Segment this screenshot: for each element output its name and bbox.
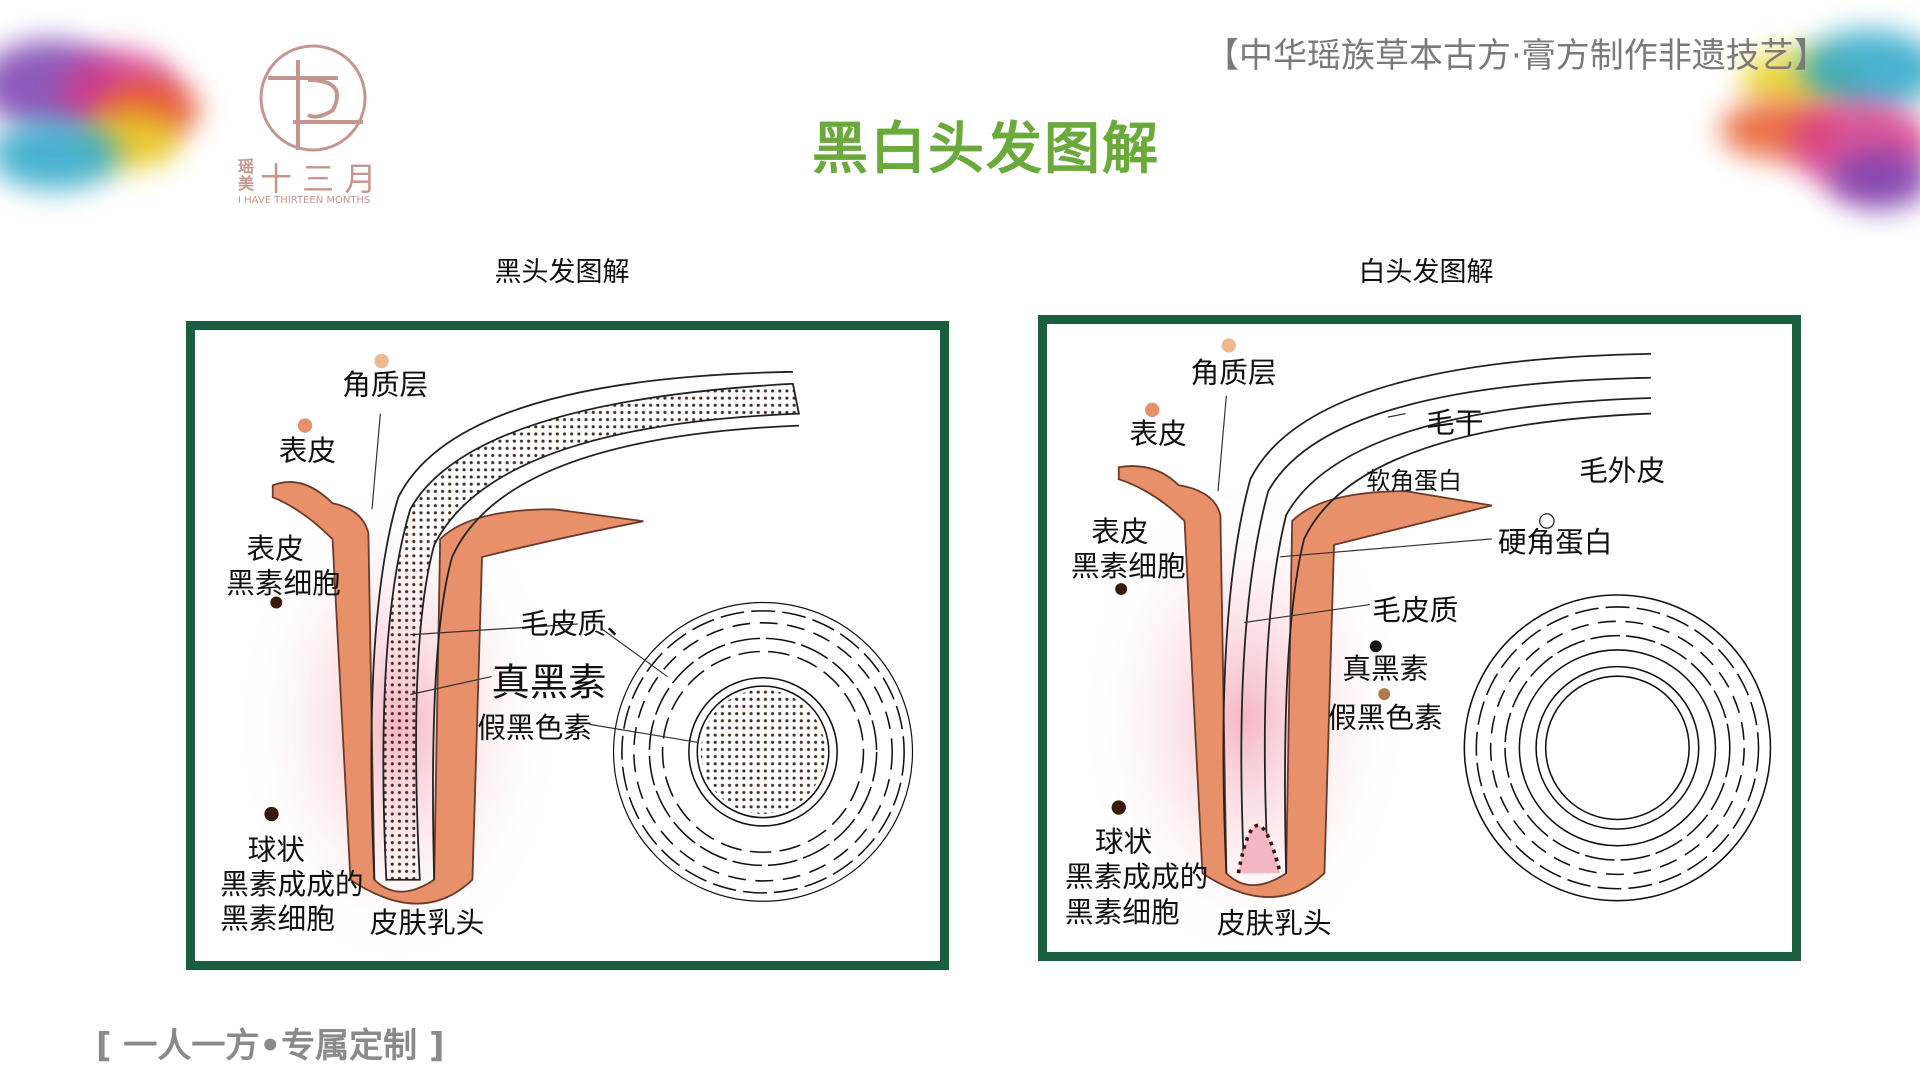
white-hair-diagram: 角质层 毛干 表皮 软角蛋白 毛外皮 表皮 黑素细胞 硬角蛋白 毛皮质 真黑素 … [1038,315,1801,961]
label-eumelanin: 真黑素 [1342,652,1428,686]
label-bulb-2: 黑素成成的 [220,867,363,901]
label-epidermis: 表皮 [1130,416,1187,450]
label-bulb-1: 球状 [1095,825,1152,859]
hair-shaft [1222,352,1651,874]
label-cuticle: 毛外皮 [1579,453,1665,487]
label-pheomelanin: 假黑色素 [477,711,592,745]
label-pheomelanin: 假黑色素 [1328,701,1443,735]
follicle [271,481,644,905]
logo-main-text: 十 三 月 [260,160,377,198]
footer-slogan: [ 一人一方•专属定制 ] [96,1026,445,1066]
black-hair-diagram: 角质层 表皮 表皮 黑素细胞 毛皮质、 真黑素 假黑色素 球状 黑素成成的 黑素… [186,321,949,970]
label-hard-keratin: 硬角蛋白 [1498,525,1613,559]
label-eumelanin: 真黑素 [492,661,607,706]
label-melanocyte-2: 黑素细胞 [226,566,341,600]
label-bulb-3: 黑素细胞 [1065,895,1180,929]
cross-section [1463,594,1772,902]
brand-logo: 瑶美 十 三 月 I HAVE THIRTEEN MONTHS [238,40,398,210]
page-title: 黑白头发图解 [812,117,1160,182]
left-heading: 黑头发图解 [494,257,630,288]
label-papilla: 皮肤乳头 [1217,906,1332,940]
label-bulb-3: 黑素细胞 [220,902,335,936]
label-shaft: 毛干 [1426,406,1483,440]
label-bulb-2: 黑素成成的 [1065,859,1208,893]
label-stratum: 角质层 [1190,356,1276,390]
label-cortex: 毛皮质 [1372,593,1458,627]
right-heading: 白头发图解 [1358,257,1494,288]
label-stratum: 角质层 [342,368,428,402]
label-cortex: 毛皮质、 [520,607,635,641]
tagline: 【中华瑶族草本古方·膏方制作非遗技艺】 [1205,36,1828,76]
medulla-pigment [700,689,826,815]
hair-shaft [382,382,800,881]
label-bulb-1: 球状 [248,832,305,866]
label-melanocyte-1: 表皮 [1091,514,1148,548]
label-soft-keratin: 软角蛋白 [1366,467,1462,495]
label-epidermis: 表皮 [279,433,336,467]
logo-english: I HAVE THIRTEEN MONTHS [238,195,371,206]
cross-section [621,610,905,894]
label-melanocyte-1: 表皮 [246,531,303,565]
label-papilla: 皮肤乳头 [370,905,485,939]
logo-side-text: 瑶美 [238,157,255,193]
label-melanocyte-2: 黑素细胞 [1071,549,1186,583]
